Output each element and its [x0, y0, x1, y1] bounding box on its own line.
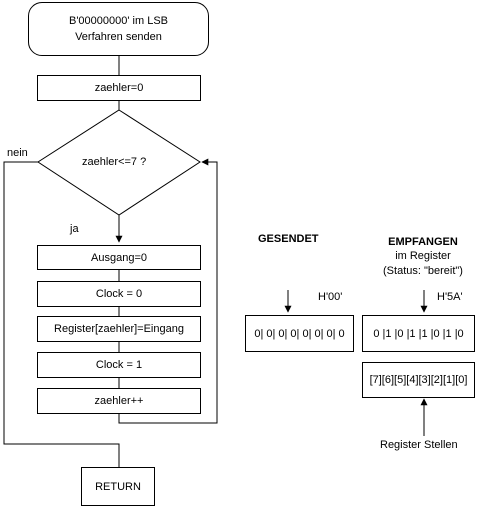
step-increment-label: zaehler++ — [94, 395, 144, 407]
register-positions: [7][6][5][4][3][2][1][0] — [369, 374, 468, 386]
start-line-2: Verfahren senden — [75, 31, 162, 43]
step-register: Register[zaehler]=Eingang — [37, 316, 201, 342]
decision-diamond — [37, 109, 201, 216]
start-terminator: B'00000000' im LSB Verfahren senden — [28, 2, 209, 56]
step-output: Ausgang=0 — [37, 245, 201, 270]
step-clock-high-label: Clock = 1 — [95, 359, 143, 371]
received-bits: 0 |1 |0 |1 |1 |0 |1 |0 — [373, 327, 464, 340]
step-output-label: Ausgang=0 — [91, 251, 147, 264]
init-box: zaehler=0 — [37, 75, 201, 101]
step-clock-low-label: Clock = 0 — [95, 288, 143, 300]
no-label: nein — [7, 147, 28, 159]
step-clock-high: Clock = 1 — [37, 352, 201, 378]
sent-hex: H'00' — [318, 291, 343, 303]
step-increment: zaehler++ — [37, 388, 201, 414]
received-subtitle-1: im Register — [395, 250, 451, 262]
received-title: EMPFANGEN — [388, 236, 458, 248]
step-register-label: Register[zaehler]=Eingang — [54, 323, 184, 335]
yes-label: ja — [70, 223, 79, 235]
received-subtitle-2: (Status: "bereit") — [383, 265, 463, 277]
sent-bits-box: 0| 0| 0| 0| 0| 0| 0| 0 — [245, 315, 354, 352]
sent-bits: 0| 0| 0| 0| 0| 0| 0| 0 — [254, 327, 345, 340]
init-label: zaehler=0 — [94, 82, 144, 94]
start-line-1: B'00000000' im LSB — [69, 15, 168, 27]
return-box: RETURN — [81, 467, 155, 506]
return-label: RETURN — [95, 480, 141, 493]
sent-title: GESENDET — [258, 233, 319, 245]
decision-label: zaehler<=7 ? — [82, 156, 147, 168]
received-hex: H'5A' — [437, 291, 463, 303]
step-clock-low: Clock = 0 — [37, 281, 201, 307]
received-bits-box: 0 |1 |0 |1 |1 |0 |1 |0 — [362, 315, 475, 352]
register-positions-box: [7][6][5][4][3][2][1][0] — [362, 362, 475, 398]
register-positions-label: Register Stellen — [380, 439, 458, 451]
